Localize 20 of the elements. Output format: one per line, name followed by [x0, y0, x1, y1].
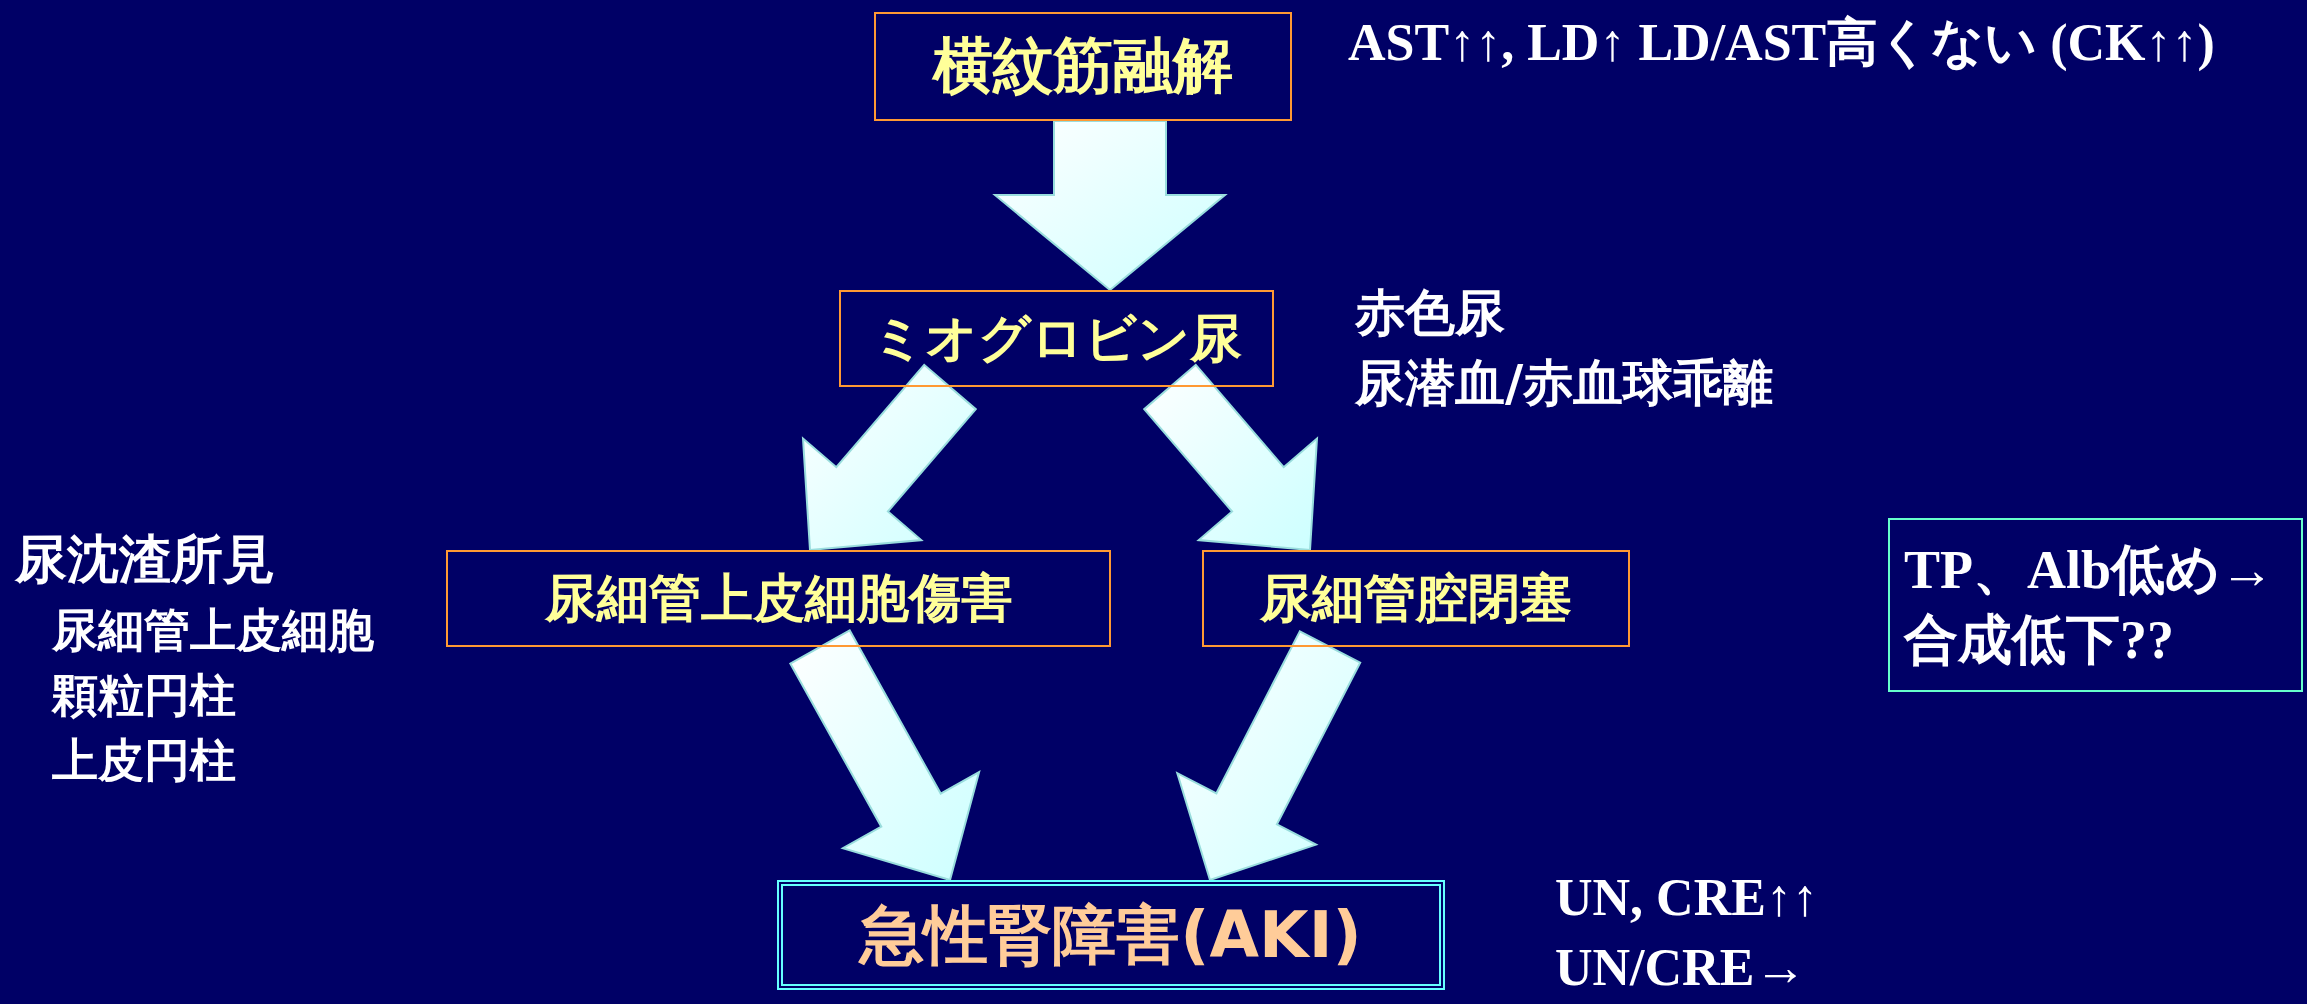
process-box: 急性腎障害(AKI): [777, 880, 1445, 990]
note-box: TP、Alb低め→合成低下??: [1888, 518, 2303, 692]
label-text: 尿細管上皮細胞: [52, 602, 374, 659]
label-text: 尿沈渣所見: [15, 528, 275, 591]
process-box: 横紋筋融解: [874, 12, 1292, 121]
block-arrow: [1142, 363, 1319, 552]
process-box: 尿細管腔閉塞: [1202, 550, 1630, 647]
annotation-text: 赤色尿: [1355, 283, 1505, 344]
annotation-text: AST↑↑, LD↑ LD/AST高くない (CK↑↑): [1348, 13, 2216, 73]
block-arrow: [1175, 630, 1362, 882]
block-arrow: [992, 120, 1228, 292]
process-box: 尿細管上皮細胞傷害: [446, 550, 1111, 647]
process-box: ミオグロビン尿: [839, 290, 1274, 387]
annotation-text: 尿潜血/赤血球乖離: [1355, 353, 1774, 414]
block-arrow: [801, 363, 978, 552]
annotation-text: UN, CRE↑↑: [1555, 868, 1818, 927]
annotation-text: UN/CRE→: [1555, 938, 1807, 997]
label-text: 上皮円柱: [52, 732, 236, 789]
block-arrow: [788, 629, 981, 882]
label-text: 顆粒円柱: [52, 667, 236, 724]
